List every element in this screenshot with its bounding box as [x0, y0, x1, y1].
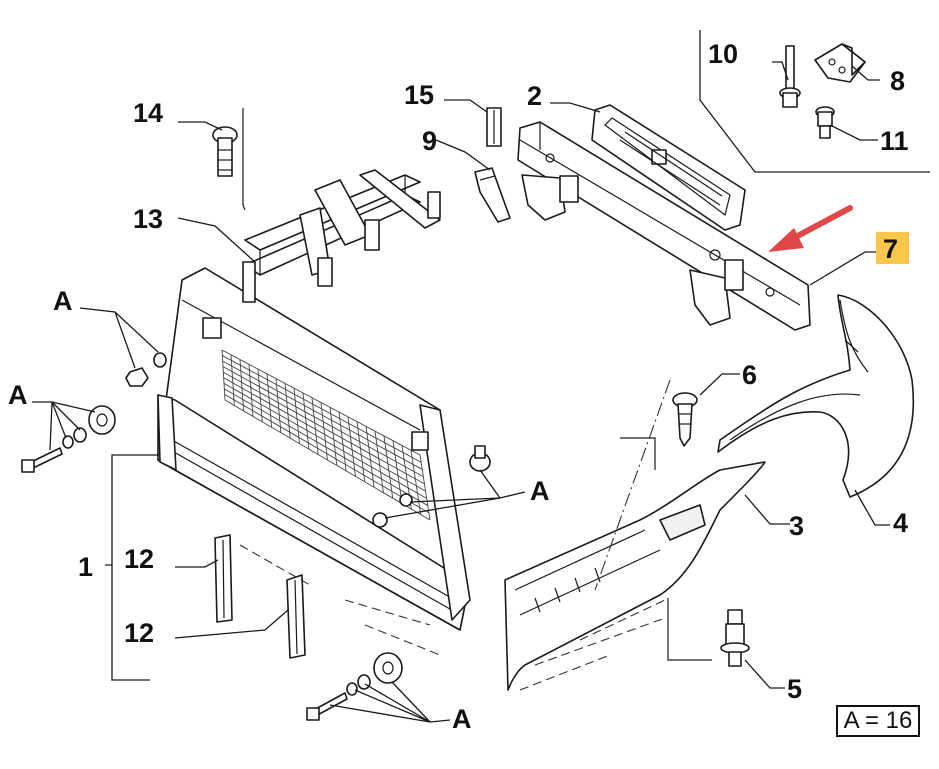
part-14-bolt: [212, 126, 238, 177]
mesh-line: [311, 397, 319, 455]
mesh-line: [419, 454, 431, 521]
mesh-line: [248, 364, 254, 417]
leader-lines: [32, 61, 890, 723]
mesh-line: [293, 388, 300, 444]
label-a-bottom: A: [452, 704, 472, 734]
mesh-grid: [221, 349, 431, 521]
part-12-spacer-upper: [214, 534, 233, 623]
mesh-line: [329, 407, 338, 466]
mesh-line: [224, 394, 430, 514]
mesh-line: [223, 377, 426, 492]
part-3-side-sill: [504, 461, 766, 691]
part-5-clip: [720, 609, 750, 667]
assembly-guide-lines: [239, 108, 712, 691]
mesh-line: [392, 440, 403, 504]
mesh-line: [284, 383, 291, 439]
label-10: 10: [708, 39, 738, 69]
label-7: 7: [883, 234, 898, 264]
label-1: 1: [78, 552, 93, 582]
part-15-clip: [486, 107, 502, 147]
mesh-line: [222, 366, 424, 478]
mesh-line: [221, 349, 421, 456]
mesh-line: [302, 392, 310, 450]
fastener-set-a-upper-left: [125, 352, 167, 387]
mesh-line: [347, 416, 356, 477]
fastener-set-a-panel: [469, 445, 491, 472]
label-15: 15: [404, 80, 434, 110]
part-10-rivet: [779, 45, 801, 108]
label-a-panel: A: [530, 476, 550, 506]
label-13: 13: [133, 204, 163, 234]
part-2-plate-holder: [591, 104, 746, 231]
mesh-line: [374, 431, 384, 493]
highlight-arrow: [768, 205, 853, 252]
mesh-line: [410, 450, 422, 515]
mesh-line: [221, 349, 226, 401]
part-4-bumper-corner: [717, 294, 915, 498]
part-6-screw: [672, 392, 698, 447]
mesh-line: [224, 388, 429, 506]
label-11: 11: [880, 126, 909, 156]
label-3: 3: [789, 511, 804, 541]
label-7-highlight: [876, 232, 909, 264]
label-6: 6: [742, 360, 757, 390]
label-5: 5: [787, 674, 802, 704]
mesh-line: [222, 355, 422, 463]
label-12-upper: 12: [124, 544, 154, 574]
mesh-line: [338, 411, 347, 471]
mesh-line: [365, 426, 375, 488]
mesh-line: [223, 371, 425, 485]
mesh-line: [266, 373, 273, 428]
part-9-bracket: [474, 167, 511, 223]
label-12-lower: 12: [124, 618, 154, 648]
mesh-line: [383, 435, 394, 499]
mesh-line: [239, 359, 245, 411]
label-a-upper-left: A: [53, 286, 73, 316]
label-9: 9: [422, 126, 437, 156]
mesh-line: [275, 378, 282, 433]
mesh-line: [230, 354, 235, 406]
group-outline-10-8-11: [699, 30, 930, 173]
label-4: 4: [893, 508, 908, 538]
part-8-angle-bracket: [814, 43, 866, 83]
label-a-mid-left: A: [8, 380, 28, 410]
part-labels: 1 2 3 4 5 6 7 8 9 10 11 12 12 13 14 15 A…: [8, 39, 909, 734]
mesh-line: [320, 402, 328, 461]
mesh-line: [356, 421, 366, 482]
part-11-screw: [815, 106, 835, 139]
part-13-frame-bracket: [242, 169, 441, 303]
mesh-line: [224, 399, 431, 521]
part-7-cross-member: [517, 121, 811, 331]
fastener-set-a-bottom: [306, 652, 403, 721]
part-12-spacer-lower: [286, 574, 306, 659]
label-2: 2: [527, 81, 542, 111]
mesh-line: [222, 360, 423, 470]
quantity-legend-box: A = 16: [836, 705, 920, 737]
fastener-set-a-mid-left: [21, 405, 116, 473]
mesh-line: [223, 382, 427, 499]
mesh-line: [257, 369, 263, 422]
label-14: 14: [133, 98, 163, 128]
part-1-rear-panel: [157, 267, 471, 631]
label-8: 8: [890, 66, 905, 96]
